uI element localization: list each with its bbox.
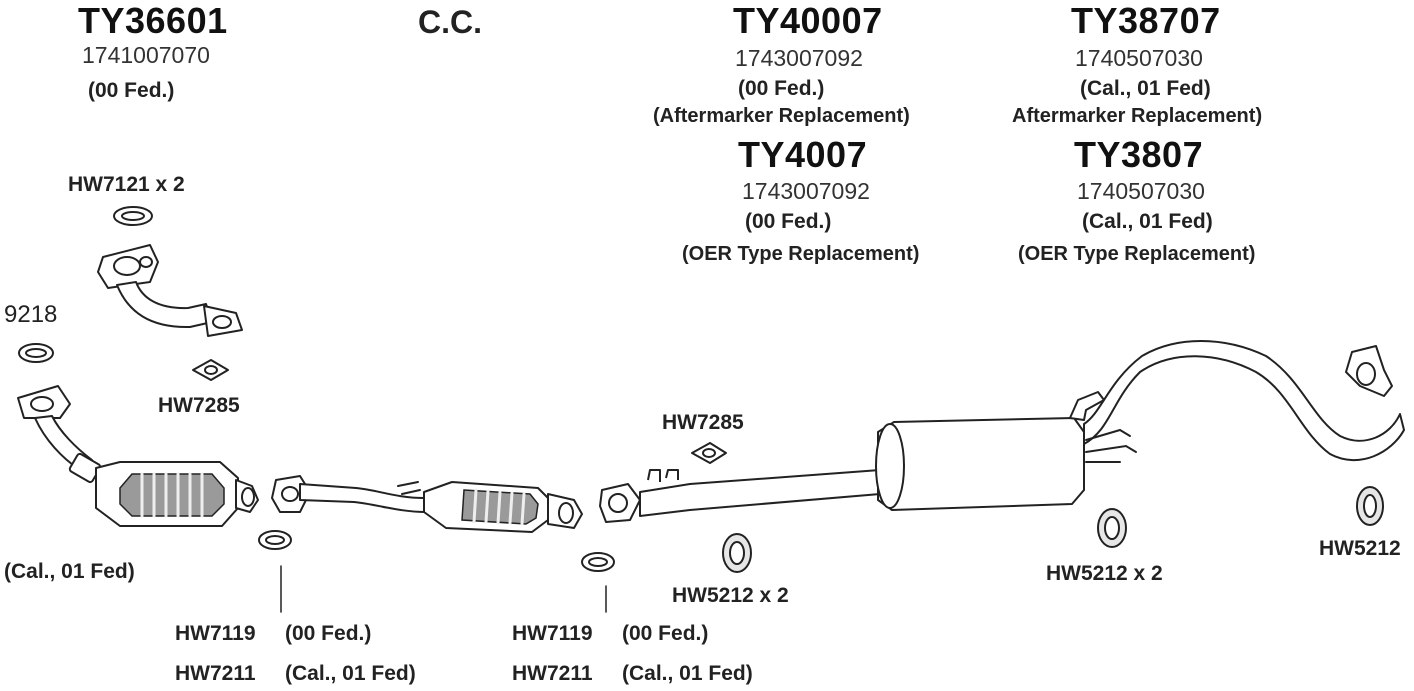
callout-cal-left: (Cal., 01 Fed) — [4, 560, 135, 583]
replacement-type-2: (Aftermarker Replacement) — [653, 105, 910, 127]
replacement-type-5: (OER Type Replacement) — [1018, 243, 1256, 265]
part-number-ty36601: TY36601 — [78, 0, 228, 41]
part-number-ty38707: TY38707 — [1071, 0, 1221, 41]
part-number-ty40007: TY40007 — [733, 0, 883, 41]
replacement-type-3: Aftermarker Replacement) — [1012, 105, 1263, 127]
hw5212-hanger-right-drawing — [1097, 508, 1127, 548]
center-pipe-drawing — [271, 475, 583, 533]
gasket-a-note-1: (00 Fed.) — [285, 622, 372, 645]
callout-9218: 9218 — [4, 301, 58, 328]
hw5212-hanger-far-drawing — [1356, 486, 1384, 526]
emission-note-3: (Cal., 01 Fed) — [1080, 77, 1211, 100]
manifold-converter-drawing — [17, 385, 259, 527]
gasket-b-drawing — [581, 552, 615, 613]
gasket-a-code-2: HW7211 — [175, 662, 256, 685]
gasket-b-note-1: (00 Fed.) — [622, 622, 709, 645]
hw7285-left-gasket-drawing — [192, 359, 229, 381]
gasket-b-note-2: (Cal., 01 Fed) — [622, 662, 753, 685]
hw7285-mid-gasket-drawing — [691, 442, 727, 464]
9218-gasket-drawing — [18, 343, 54, 363]
front-pipe-drawing — [97, 244, 243, 337]
oem-number-5: 1740507030 — [1077, 178, 1205, 204]
hw5212-hanger-mid-drawing — [722, 533, 752, 573]
cc-heading: C.C. — [418, 4, 482, 40]
callout-hw7285-left: HW7285 — [158, 394, 240, 417]
callout-hw5212x2-right: HW5212 x 2 — [1046, 562, 1163, 585]
gasket-b-code-1: HW7119 — [512, 622, 593, 645]
emission-note-5: (Cal., 01 Fed) — [1082, 210, 1213, 233]
part-number-ty4007: TY4007 — [738, 134, 868, 175]
emission-note-2: (00 Fed.) — [738, 77, 825, 100]
callout-hw7121: HW7121 x 2 — [68, 173, 185, 196]
oem-number-1: 1741007070 — [82, 42, 210, 68]
callout-hw7285-mid: HW7285 — [662, 411, 744, 434]
gasket-a-code-1: HW7119 — [175, 622, 256, 645]
oem-number-2: 1743007092 — [735, 45, 863, 71]
part-number-ty3807: TY3807 — [1074, 134, 1204, 175]
callout-hw5212x2-mid: HW5212 x 2 — [672, 584, 789, 607]
emission-note-1: (00 Fed.) — [88, 79, 175, 102]
gasket-b-code-2: HW7211 — [512, 662, 593, 685]
muffler-assembly-drawing — [599, 340, 1405, 523]
gasket-a-drawing — [258, 530, 292, 613]
oem-number-3: 1740507030 — [1075, 45, 1203, 71]
hw7121-gasket-drawing — [113, 206, 153, 226]
replacement-type-4: (OER Type Replacement) — [682, 243, 920, 265]
oem-number-4: 1743007092 — [742, 178, 870, 204]
gasket-a-note-2: (Cal., 01 Fed) — [285, 662, 416, 685]
emission-note-4: (00 Fed.) — [745, 210, 832, 233]
callout-hw5212: HW5212 — [1319, 537, 1401, 560]
